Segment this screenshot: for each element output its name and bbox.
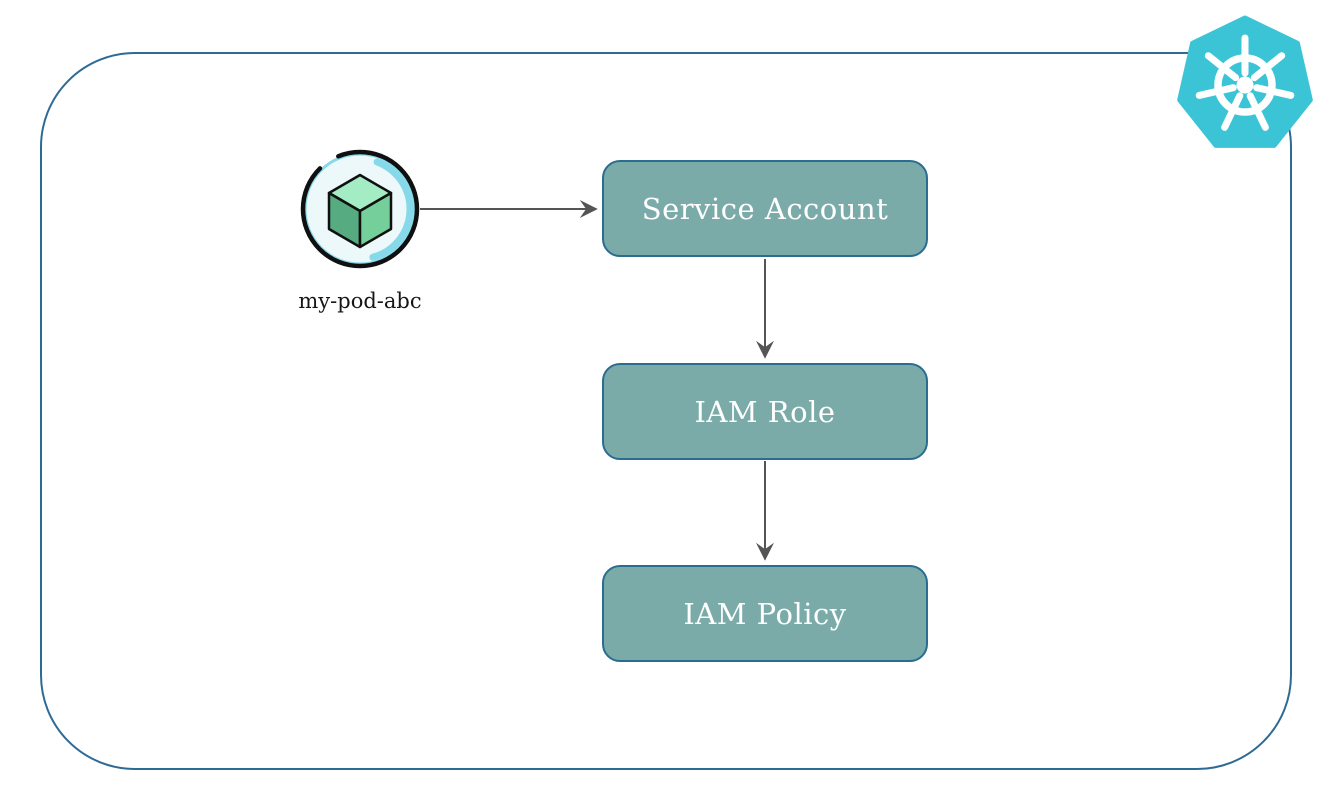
pod-circle-outline — [300, 149, 420, 269]
node-service-account-label: Service Account — [641, 191, 889, 226]
kubernetes-helm-wheel — [1195, 34, 1295, 131]
kubernetes-wheel-hub — [1236, 76, 1254, 94]
node-iam-policy: IAM Policy — [602, 565, 928, 662]
kubernetes-cluster-boundary — [40, 52, 1292, 770]
kubernetes-logo-icon — [1177, 15, 1313, 148]
pod-node: my-pod-abc — [296, 145, 424, 315]
pod-icon — [300, 149, 420, 269]
pod-label: my-pod-abc — [298, 289, 422, 313]
node-iam-policy-label: IAM Policy — [683, 596, 847, 631]
node-iam-role: IAM Role — [602, 363, 928, 460]
cube-icon — [327, 173, 393, 249]
pod-circle-highlight — [369, 158, 414, 261]
node-service-account: Service Account — [602, 160, 928, 257]
node-iam-role-label: IAM Role — [694, 394, 836, 429]
